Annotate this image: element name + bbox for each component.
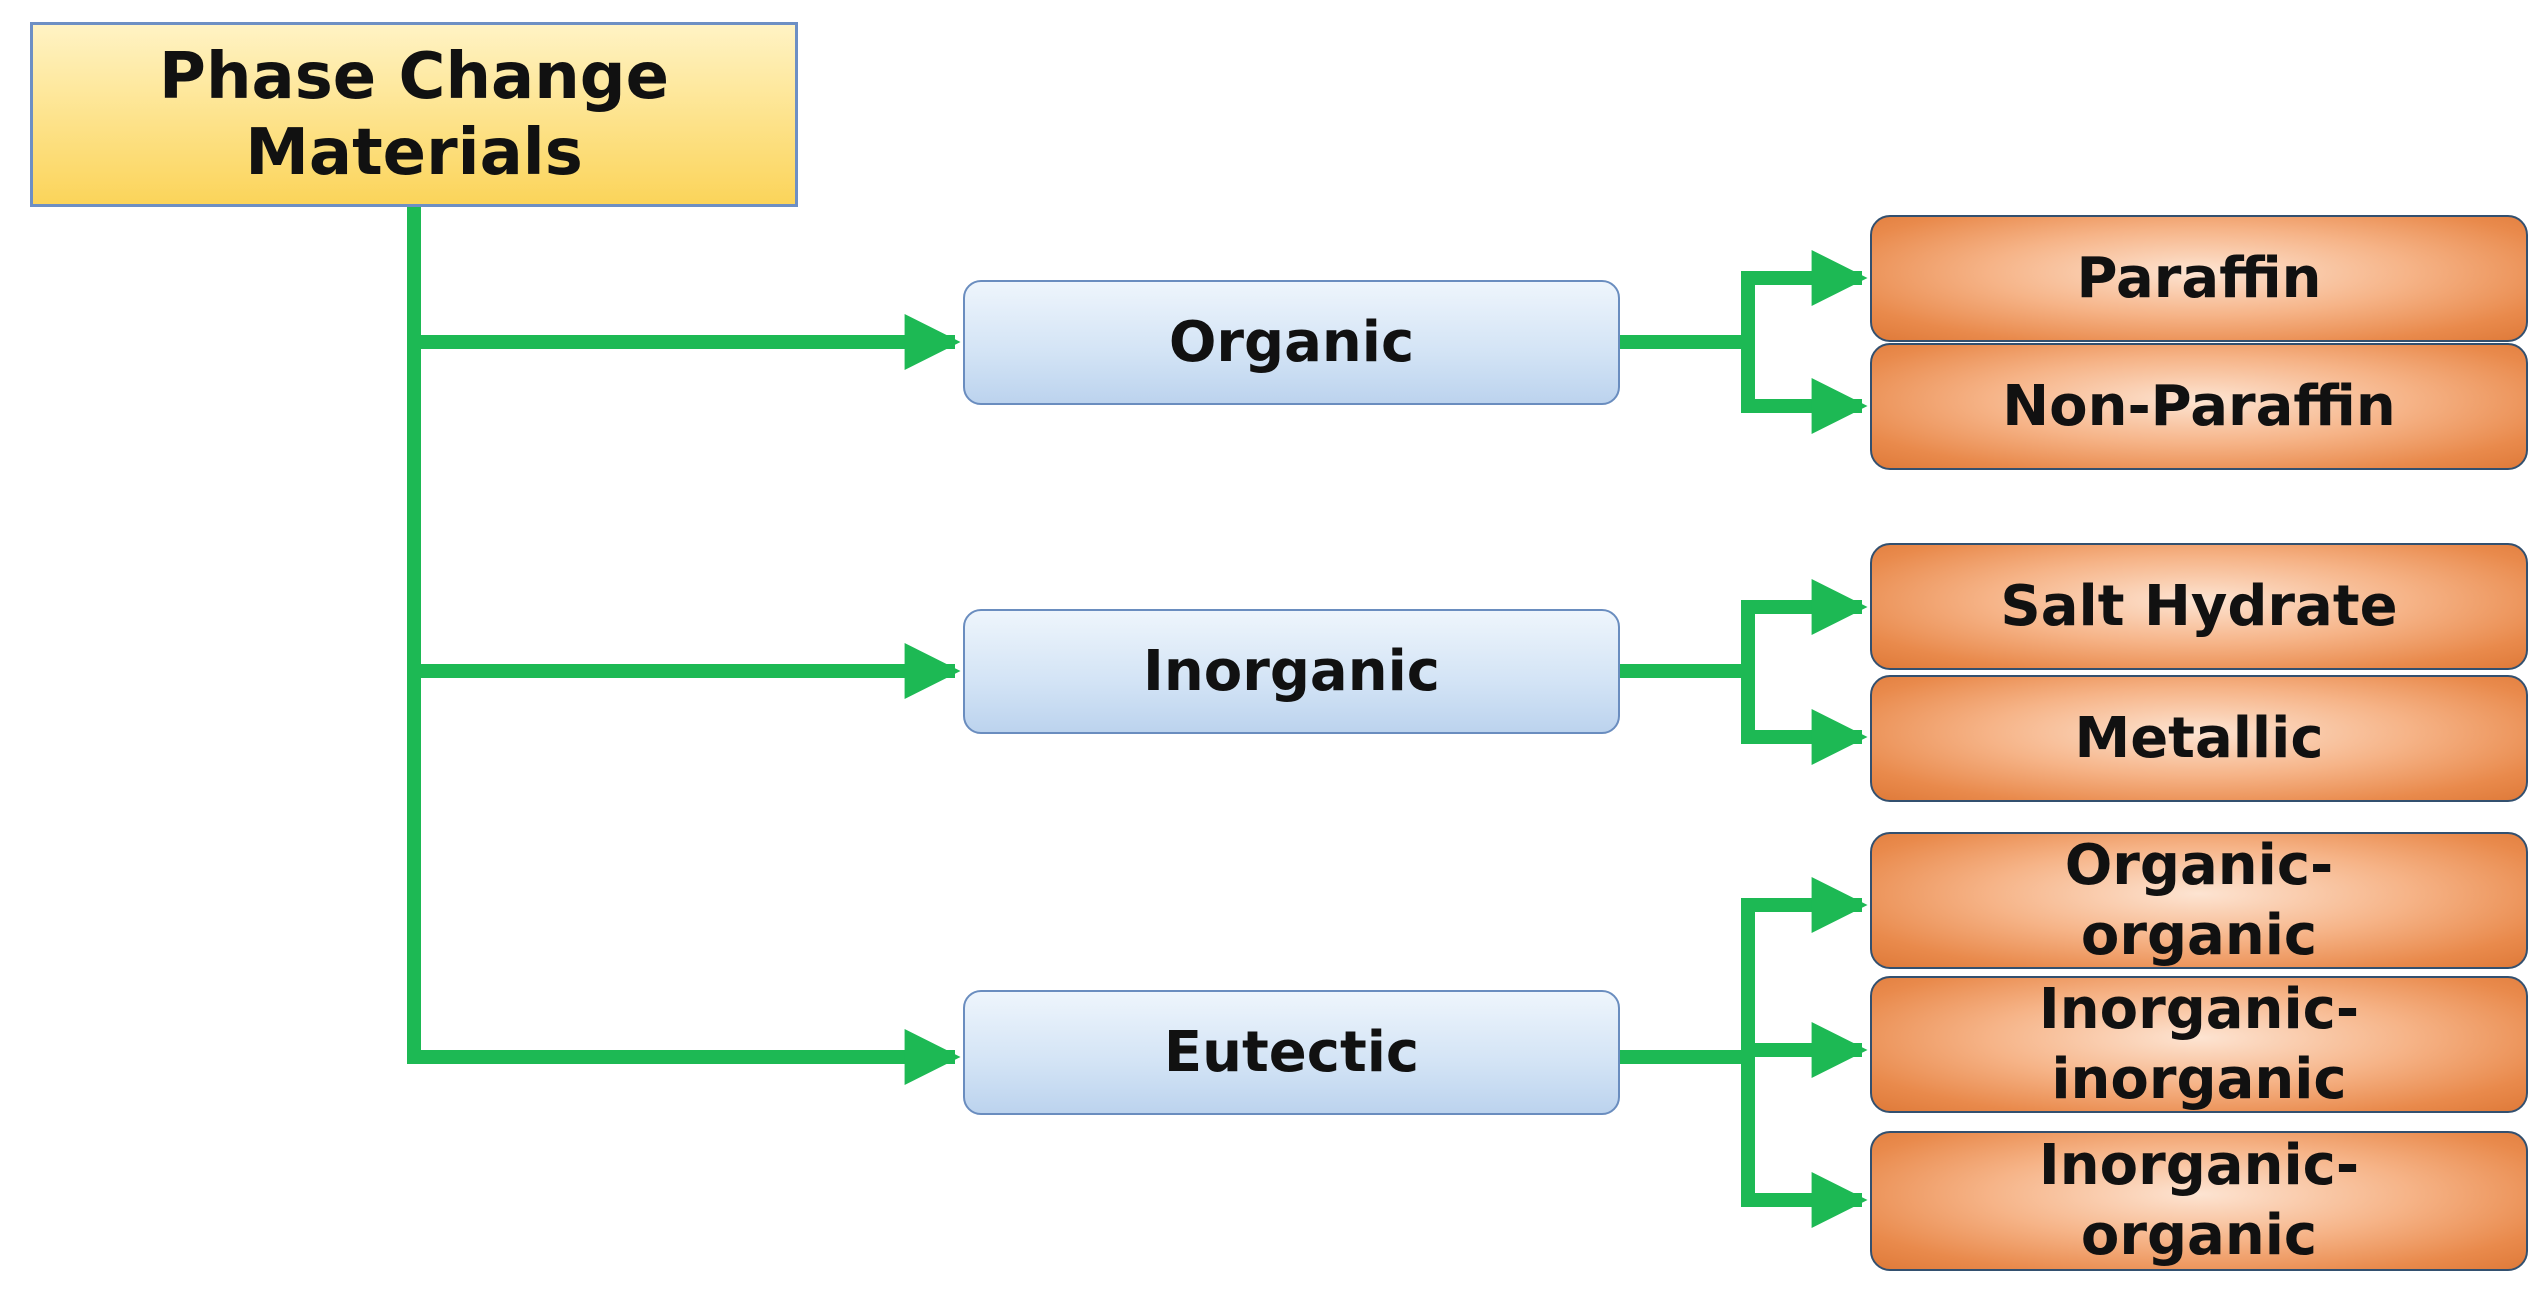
leaf-label-line-1: Salt Hydrate	[2000, 573, 2398, 639]
leaf-node-inorganic-organic: Inorganic- organic	[1870, 1131, 2528, 1271]
leaf-node-organic-organic: Organic- organic	[1870, 832, 2528, 969]
leaf-node-metallic: Metallic	[1870, 675, 2528, 802]
category-node-inorganic: Inorganic	[963, 609, 1620, 734]
leaf-label-line-1: Non-Paraffin	[2002, 373, 2396, 439]
root-label-line-2: Materials	[245, 115, 583, 190]
category-node-organic: Organic	[963, 280, 1620, 405]
category-label: Inorganic	[1143, 639, 1440, 704]
leaf-label-line-2: organic	[2080, 1203, 2318, 1268]
leaf-label-line-1: Metallic	[2074, 705, 2324, 771]
leaf-label-line-1: Paraffin	[2076, 245, 2322, 311]
leaf-node-paraffin: Paraffin	[1870, 215, 2528, 342]
leaf-label-line-1: Organic-	[2064, 832, 2334, 898]
leaf-node-salt-hydrate: Salt Hydrate	[1870, 543, 2528, 670]
root-label-line-1: Phase Change	[159, 39, 669, 114]
leaf-node-non-paraffin: Non-Paraffin	[1870, 343, 2528, 470]
category-node-eutectic: Eutectic	[963, 990, 1620, 1115]
root-node-phase-change-materials: Phase Change Materials	[30, 22, 798, 207]
leaf-label-line-1: Inorganic-	[2038, 976, 2360, 1042]
category-label: Organic	[1168, 310, 1415, 375]
leaf-label-line-1: Inorganic-	[2038, 1133, 2360, 1198]
leaf-label-line-2: inorganic	[2051, 1046, 2347, 1112]
leaf-label-line-2: organic	[2080, 902, 2318, 968]
category-label: Eutectic	[1163, 1020, 1420, 1085]
leaf-node-inorganic-inorganic: Inorganic- inorganic	[1870, 976, 2528, 1113]
